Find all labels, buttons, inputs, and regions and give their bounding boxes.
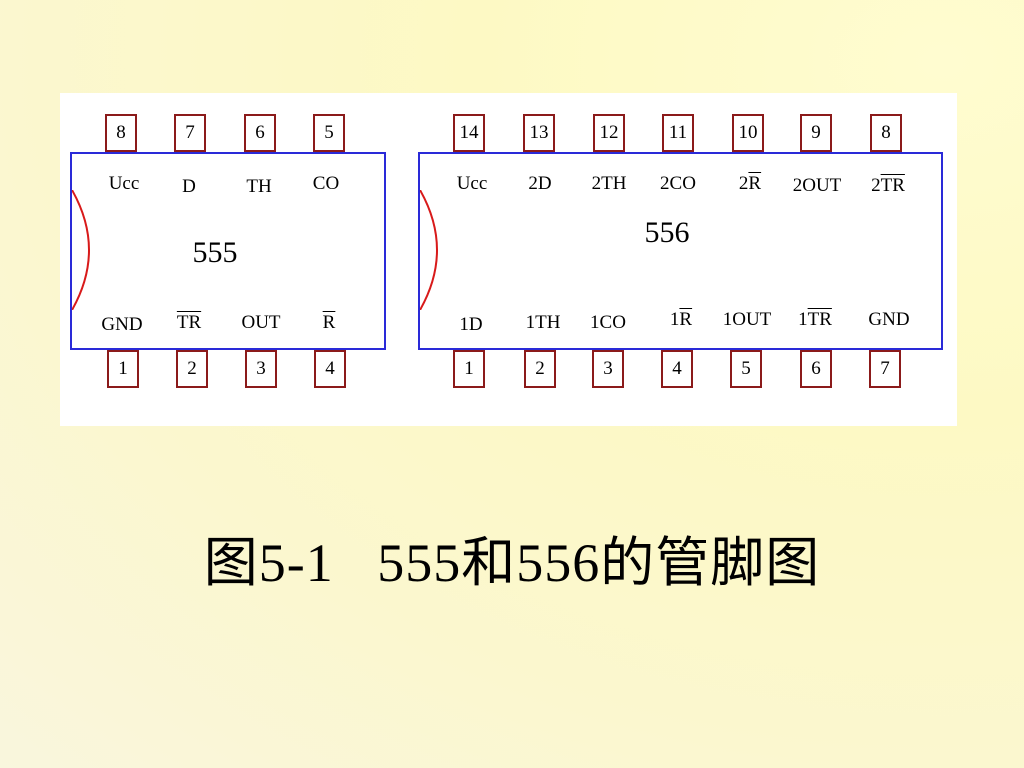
pin-555-3: 3	[245, 350, 277, 388]
label-556-1co: 1CO	[590, 312, 626, 333]
chip-556-body	[418, 152, 943, 350]
label-555-tr: TR	[176, 312, 202, 333]
label-556-1r-overline: R	[679, 309, 693, 330]
label-556-1r: 1R	[670, 309, 692, 331]
label-556-2co: 2CO	[660, 173, 696, 194]
pin-556-2: 2	[524, 350, 556, 388]
label-555-th: TH	[246, 176, 272, 197]
label-556-2tr: 2TR	[871, 175, 905, 197]
label-556-1tr: 1TR	[798, 309, 832, 331]
pin-555-2: 2	[176, 350, 208, 388]
label-556-1tr-overline: TR	[807, 309, 832, 330]
label-556-1r-prefix: 1	[669, 309, 680, 330]
label-555-gnd: GND	[101, 314, 143, 335]
label-555-ucc: Ucc	[108, 173, 140, 194]
pin-556-11: 11	[662, 114, 694, 152]
diagram-panel: 555 556 8 7 6 5 Ucc D TH CO GND TR OUT R…	[60, 93, 957, 426]
label-556-ucc: Ucc	[456, 173, 488, 194]
pin-556-10: 10	[732, 114, 764, 152]
chip-556-notch-icon	[420, 190, 438, 310]
label-556-2th: 2TH	[591, 173, 627, 194]
pin-556-4: 4	[661, 350, 693, 388]
label-556-gnd: GND	[868, 309, 910, 330]
pin-556-6: 6	[800, 350, 832, 388]
label-556-1tr-prefix: 1	[798, 309, 808, 330]
pin-556-9: 9	[800, 114, 832, 152]
chip-556-name: 556	[644, 216, 690, 249]
label-555-r: R	[322, 312, 336, 333]
pin-556-5: 5	[730, 350, 762, 388]
label-556-2r: 2R	[739, 173, 761, 195]
pin-556-14: 14	[453, 114, 485, 152]
pin-555-4: 4	[314, 350, 346, 388]
chip-555-notch-icon	[72, 190, 90, 310]
pin-555-5: 5	[313, 114, 345, 152]
label-555-d: D	[182, 176, 196, 197]
pin-556-12: 12	[593, 114, 625, 152]
label-556-1d: 1D	[459, 314, 483, 335]
label-556-1out: 1OUT	[722, 309, 772, 330]
label-556-2r-overline: R	[748, 173, 762, 194]
label-556-1th: 1TH	[525, 312, 561, 333]
label-555-co: CO	[312, 173, 340, 194]
chip-555-body	[70, 152, 386, 350]
label-556-2out: 2OUT	[792, 175, 842, 196]
pin-556-3: 3	[592, 350, 624, 388]
label-556-2tr-overline: TR	[880, 175, 905, 196]
label-556-2r-prefix: 2	[738, 173, 749, 194]
pin-555-6: 6	[244, 114, 276, 152]
figure-caption: 图5-1 555和556的管脚图	[203, 533, 821, 593]
pin-556-13: 13	[523, 114, 555, 152]
chip-555-name: 555	[192, 236, 238, 269]
pin-556-1: 1	[453, 350, 485, 388]
pin-555-7: 7	[174, 114, 206, 152]
pin-556-7: 7	[869, 350, 901, 388]
pin-555-1: 1	[107, 350, 139, 388]
pin-555-8: 8	[105, 114, 137, 152]
label-556-2tr-prefix: 2	[871, 175, 881, 196]
pin-556-8: 8	[870, 114, 902, 152]
label-556-2d: 2D	[528, 173, 552, 194]
label-555-out: OUT	[241, 312, 281, 333]
